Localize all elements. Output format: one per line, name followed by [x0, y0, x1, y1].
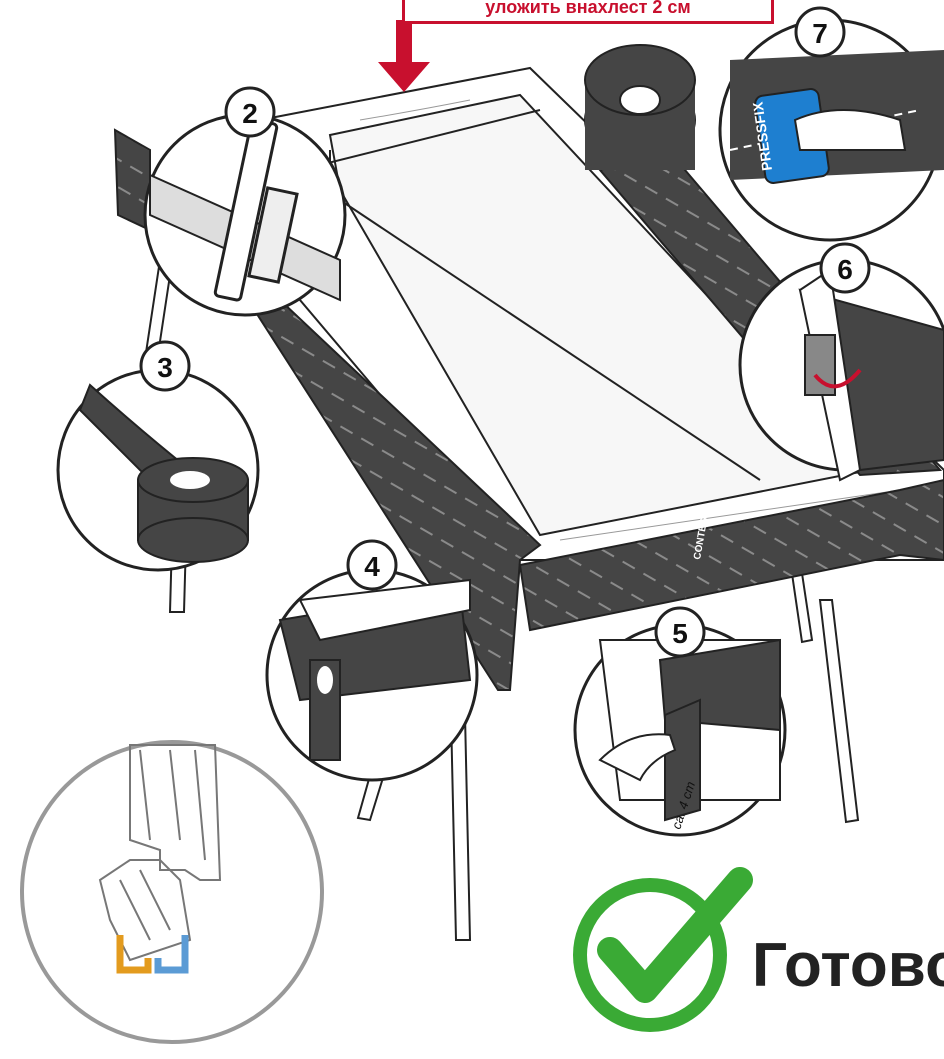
- red-arrow-icon: [378, 20, 430, 92]
- step-7-number: 7: [812, 18, 828, 49]
- overlap-callout-text: уложить внахлест 2 см: [485, 0, 691, 18]
- step-3-detail: 3: [58, 342, 258, 570]
- step-3-number: 3: [157, 352, 173, 383]
- done-label: Готово: [752, 930, 944, 1001]
- hand-icon: [795, 110, 905, 150]
- overlap-callout: уложить внахлест 2 см: [402, 0, 774, 24]
- cross-section-detail: [22, 742, 322, 1042]
- step-5-number: 5: [672, 618, 688, 649]
- check-icon: [580, 880, 740, 1025]
- step-2-number: 2: [242, 98, 258, 129]
- step-5-detail: ca. 4 cm 5: [575, 608, 785, 835]
- step-4-number: 4: [364, 551, 380, 582]
- tape-roll-icon: [138, 458, 248, 562]
- step-6-number: 6: [837, 254, 853, 285]
- corner-fold-icon: [310, 660, 340, 760]
- step-7-detail: PRESSFIX 7: [720, 8, 944, 240]
